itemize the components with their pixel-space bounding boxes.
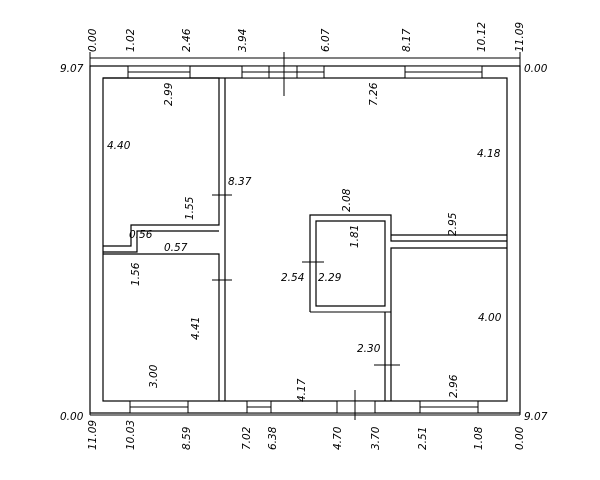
bottom-ruler-label: 6.38 [267,426,279,450]
dimension-label: 2.96 [448,374,460,398]
dimension-label: 7.26 [368,82,380,106]
bottom-ruler-label: 1.08 [473,426,485,450]
dimension-label: 8.37 [228,176,252,188]
dimension-label: 1.81 [349,225,361,248]
dimension-label: 4.18 [477,148,501,160]
right-ruler-top-label: 0.00 [524,63,548,75]
left-ruler-top-label: 9.07 [60,63,84,75]
dimension-label: 1.56 [130,262,142,286]
top-ruler-label: 6.07 [320,28,332,52]
dimension-label: 2.99 [163,82,175,106]
bottom-ruler-label: 0.00 [514,426,526,450]
right-ruler: 0.00 9.07 [519,58,548,423]
top-ruler-label: 1.02 [125,28,137,52]
top-ruler-label: 2.46 [181,28,193,52]
top-ruler-label: 10.12 [476,22,488,52]
bottom-ruler-label: 7.02 [241,426,253,450]
entrance-door [336,400,376,414]
dimension-label: 2.54 [281,272,304,284]
top-ruler: 0.00 1.02 2.46 3.94 6.07 8.17 10.12 11.0… [87,22,526,64]
top-ruler-label: 0.00 [87,28,99,52]
top-ruler-label: 11.09 [514,22,526,52]
room-lower-left: 0.57 1.56 4.41 3.00 [103,242,232,401]
room-hall: 7.26 8.37 4.17 [224,52,380,420]
dimension-label: 2.29 [318,272,342,284]
windows [127,65,483,414]
top-ruler-label: 3.94 [237,29,249,52]
dimension-label: 2.08 [341,188,353,212]
dimension-label: 2.95 [447,212,459,236]
dimension-label: 3.00 [148,364,160,388]
dimension-label: 4.00 [478,312,502,324]
bottom-ruler-label: 4.70 [332,426,344,450]
dimension-label: 4.40 [107,140,131,152]
bottom-ruler-label: 10.03 [125,420,137,450]
dimension-label: 4.17 [296,378,308,402]
right-ruler-bottom-label: 9.07 [524,411,548,423]
room-lower-right: 4.00 2.96 2.30 [357,247,507,401]
bottom-ruler: 11.09 10.03 8.59 7.02 6.38 4.70 3.70 2.5… [87,414,526,450]
outer-walls [89,65,521,414]
dimension-label: 4.41 [190,317,202,340]
left-ruler-bottom-label: 0.00 [60,411,84,423]
room-upper-left: 2.99 4.40 1.55 0.56 [103,77,232,253]
dimension-label: 0.56 [129,229,153,241]
dimension-label: 1.55 [184,196,196,220]
room-upper-right: 4.18 2.95 [391,148,507,236]
bottom-ruler-label: 2.51 [417,427,429,450]
bottom-ruler-label: 8.59 [181,426,193,450]
dimension-label: 2.30 [357,343,381,355]
bottom-ruler-label: 11.09 [87,420,99,450]
bottom-ruler-label: 3.70 [370,426,382,450]
dimension-label: 0.57 [164,242,188,254]
left-ruler: 9.07 0.00 [60,58,91,423]
top-ruler-label: 8.17 [401,28,413,52]
room-bath: 2.08 1.81 2.54 2.29 [281,188,507,313]
